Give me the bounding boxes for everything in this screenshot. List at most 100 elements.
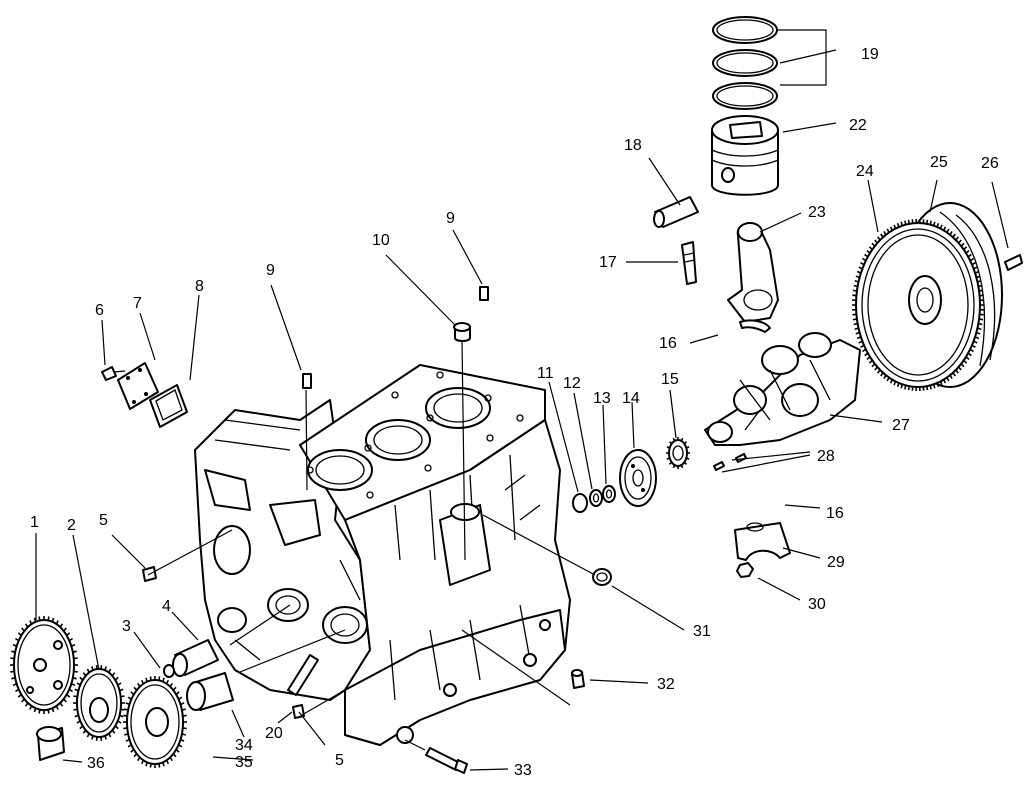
gear-tooth <box>666 446 670 449</box>
callout-32: 32 <box>657 676 675 693</box>
gear-tooth <box>120 708 125 711</box>
gear-tooth <box>169 682 173 688</box>
gear-tooth <box>76 682 81 686</box>
gear-tooth <box>939 224 943 229</box>
gear-tooth <box>874 239 879 244</box>
gear-tooth <box>17 693 22 698</box>
gear-tooth <box>896 222 900 228</box>
timing-gear-1 <box>13 619 75 711</box>
gear-tooth <box>686 446 690 449</box>
gear-tooth <box>63 698 67 703</box>
gear-tooth <box>963 359 968 364</box>
gear-tooth <box>51 707 55 713</box>
gear-tooth <box>79 725 84 730</box>
callout-15: 15 <box>661 371 679 388</box>
ring-gear-teeth <box>852 219 984 391</box>
gear-tooth <box>971 262 976 266</box>
callout-6: 6 <box>95 302 104 319</box>
piston-rings <box>712 16 778 110</box>
gear-tooth <box>127 696 132 700</box>
gear-tooth <box>957 239 962 244</box>
gear-tooth <box>977 327 982 330</box>
piston-pin <box>653 196 699 228</box>
gear-tooth <box>854 280 859 283</box>
gear-tooth <box>125 702 130 706</box>
gear-tooth <box>855 275 860 279</box>
gear-tooth <box>889 379 893 384</box>
gear-tooth <box>119 688 124 692</box>
gear-tooth <box>929 385 932 390</box>
connecting-rod-bolt <box>681 241 697 285</box>
gear-tooth <box>145 762 148 767</box>
gear-tooth <box>68 637 74 642</box>
gear-tooth <box>66 693 71 698</box>
gear-tooth <box>862 257 867 262</box>
gear-tooth <box>929 220 932 225</box>
callout-16-lower: 16 <box>826 505 844 522</box>
gear-tooth <box>871 363 876 368</box>
gear-tooth <box>79 676 84 681</box>
gear-tooth <box>969 257 974 262</box>
gear-tooth <box>114 725 119 730</box>
cam-gear-35 <box>126 679 184 765</box>
bolt-6 <box>101 366 126 381</box>
gear-tooth <box>104 735 107 740</box>
gear-tooth <box>21 627 25 632</box>
gear-tooth <box>182 714 187 717</box>
gear-tooth <box>120 695 125 698</box>
gear-tooth <box>12 682 18 687</box>
gear-tooth <box>976 331 981 335</box>
gear-tooth <box>51 617 55 623</box>
gear-tooth <box>73 708 78 711</box>
gear-tooth <box>165 759 170 765</box>
callout-17: 17 <box>599 254 617 271</box>
gear-tooth <box>858 266 863 270</box>
callout-10: 10 <box>372 232 390 249</box>
callout-8: 8 <box>195 278 204 295</box>
bearing-shell-upper <box>739 319 771 333</box>
gear-tooth <box>123 727 128 730</box>
gear-tooth <box>852 289 858 292</box>
gear-tooth <box>952 372 956 377</box>
gear-tooth <box>108 733 112 738</box>
gear-tooth <box>125 738 130 742</box>
gear-tooth <box>978 284 983 288</box>
gear-tooth <box>70 643 76 648</box>
gear-tooth <box>668 441 673 445</box>
gear-tooth <box>866 249 871 254</box>
gear-tooth <box>971 344 976 348</box>
gear-tooth <box>949 230 953 236</box>
gear-tooth <box>130 691 135 696</box>
gear-tooth <box>926 386 929 391</box>
gear-tooth <box>955 236 959 241</box>
leader-lines <box>35 29 1009 771</box>
piston <box>711 115 779 196</box>
gear-tooth <box>149 676 152 681</box>
gear-tooth <box>936 222 940 228</box>
gear-tooth <box>868 246 873 251</box>
gear-tooth <box>11 650 16 654</box>
crankshaft <box>704 332 861 446</box>
gear-tooth <box>907 219 910 224</box>
gear-tooth <box>162 762 165 767</box>
gear-tooth <box>853 284 858 288</box>
gear-tooth <box>145 677 148 682</box>
gear-tooth <box>860 262 865 266</box>
gear-tooth <box>180 738 185 742</box>
gear-tooth <box>974 270 980 274</box>
callout-9-right: 9 <box>446 210 455 227</box>
gear-tooth <box>172 753 177 758</box>
gear-tooth <box>14 688 20 693</box>
gear-tooth <box>871 242 876 247</box>
gear-tooth <box>978 322 983 326</box>
gear-tooth <box>68 688 74 693</box>
gear-tooth <box>978 289 984 292</box>
crank-pulley <box>619 449 657 507</box>
gear-tooth <box>963 246 968 251</box>
gear-tooth <box>59 702 64 707</box>
gear-tooth <box>111 729 116 734</box>
bushing <box>592 568 612 586</box>
gear-tooth <box>949 374 953 380</box>
callout-3: 3 <box>122 618 131 635</box>
